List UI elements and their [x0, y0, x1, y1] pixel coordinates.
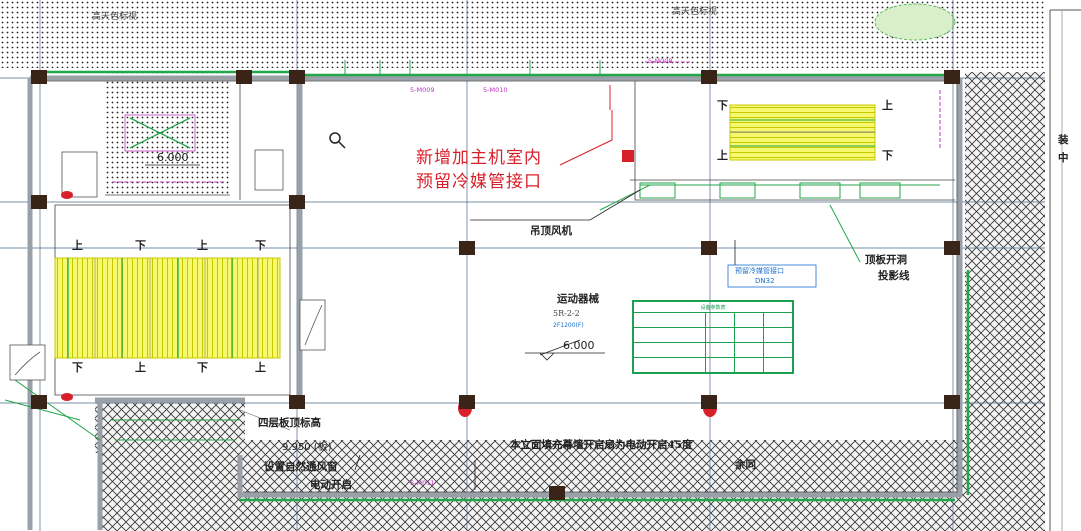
top-mid-note: 高天色标视 — [672, 7, 718, 17]
stair-label-up-4: 上 — [255, 361, 266, 374]
magnifier-icon — [329, 132, 346, 149]
note-ceiling-line1: 顶板开洞 — [865, 254, 907, 266]
stair-label-down-3: 下 — [72, 361, 83, 374]
stair-label-down-6: 下 — [882, 149, 893, 162]
stair-label-down-2: 下 — [255, 239, 266, 252]
crosshatch-left-strip — [28, 410, 93, 531]
tag-5m010: 5-M010 — [483, 86, 508, 94]
note-fan: 吊顶风机 — [530, 225, 572, 237]
dotted-area-top — [0, 0, 1045, 68]
crosshatch-bottom-left — [95, 403, 245, 453]
blue-tag-frame — [727, 264, 817, 288]
note-bottom-center-line1: 本立面填充幕墙开启扇为电动开启45度 — [510, 439, 693, 451]
note-right-line1: 装 — [1058, 134, 1069, 146]
tag-5m011: 5-M011 — [410, 479, 435, 487]
tag-top-right: 5-M008 — [648, 57, 673, 65]
stair-label-up-3: 上 — [135, 361, 146, 374]
walls — [27, 75, 963, 530]
room-name: 运动器械 — [557, 293, 599, 305]
level-upper-left: 6.000 — [157, 151, 189, 164]
note-red-line1: 新增加主机室内 — [416, 148, 542, 168]
room-code: 5R-2-2 — [553, 309, 580, 318]
blue-tag-line1: 预留冷媒管接口 — [735, 267, 784, 275]
note-bottom-left-line4: 电动开启 — [310, 479, 352, 491]
stair-label-up-6: 上 — [717, 149, 728, 162]
stair-label-up-1: 上 — [72, 239, 83, 252]
table-title: 设备参数表 — [633, 301, 793, 313]
note-red-line2: 预留冷媒管接口 — [416, 172, 542, 192]
stair-label-up-5: 上 — [882, 99, 893, 112]
stair-label-down-5: 下 — [717, 99, 728, 112]
crosshatch-right — [965, 72, 1055, 531]
blue-tag-line2: DN32 — [755, 277, 775, 285]
planting-icon — [874, 3, 956, 41]
note-right-line2: 中 — [1058, 152, 1069, 164]
crosshatch-bottom — [100, 440, 970, 531]
stair-lower-left — [54, 257, 281, 359]
note-bottom-left-line2: 9.950 (板) — [282, 442, 332, 453]
shaft-symbol — [124, 114, 196, 152]
stair-label-down-4: 下 — [197, 361, 208, 374]
equipment-table: 设备参数表 — [632, 300, 794, 374]
stair-label-down-1: 下 — [135, 239, 146, 252]
top-left-note: 高天色标视 — [92, 12, 138, 22]
stair-upper-right — [729, 104, 876, 161]
note-bottom-left-line1: 四层板顶标高 — [258, 417, 321, 429]
room-area-code: 2F1200(F) — [553, 322, 584, 329]
note-ceiling-line2: 投影线 — [878, 270, 910, 282]
dotted-shaft — [105, 70, 230, 195]
level-center: 6.000 — [563, 339, 595, 352]
curtain-wall — [40, 70, 970, 502]
tag-5m009: 5-M009 — [410, 86, 435, 94]
note-bottom-center-line2: 余同 — [735, 459, 756, 471]
columns — [31, 70, 960, 500]
stair-label-up-2: 上 — [197, 239, 208, 252]
note-bottom-left-line3: 设置自然通风窗 — [264, 461, 338, 473]
